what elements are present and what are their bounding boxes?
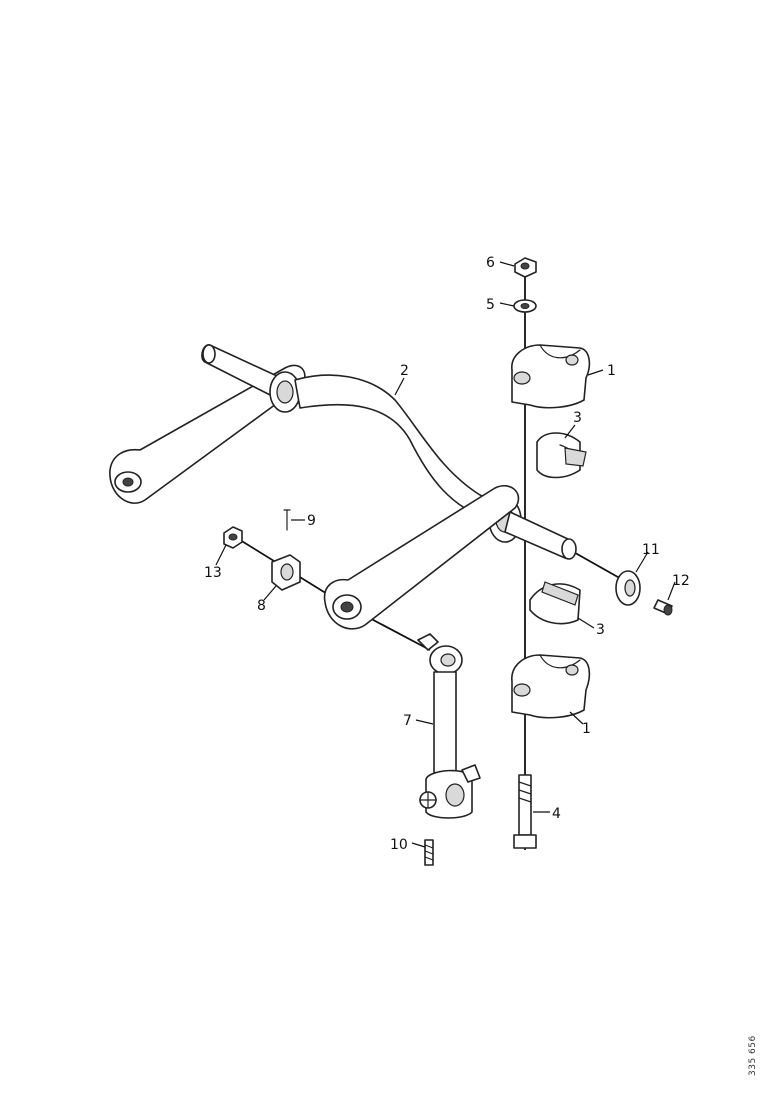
part-3-bush-bottom <box>529 581 581 625</box>
stabiliser-bar <box>109 344 577 630</box>
leader-3-top <box>564 424 576 439</box>
part-8-bush <box>271 554 301 591</box>
part-3-bush-top <box>536 432 587 479</box>
callout-1-top: 1 <box>607 363 616 379</box>
part-7-drop-link <box>417 633 481 819</box>
part-1-bracket-bottom <box>511 654 591 719</box>
callout-13: 13 <box>204 565 222 581</box>
callout-2: 2 <box>400 363 409 379</box>
leader-13 <box>215 544 227 566</box>
leader-7 <box>415 719 434 725</box>
callout-10: 10 <box>390 837 408 853</box>
callout-9: 9 <box>307 513 316 529</box>
leader-2 <box>394 377 405 396</box>
part-5-washer <box>513 299 537 313</box>
leader-5 <box>499 302 515 307</box>
callout-4: 4 <box>552 806 561 822</box>
leader-1-top <box>587 369 604 376</box>
callout-6: 6 <box>486 255 495 271</box>
part-10-bolt <box>424 839 434 866</box>
leader-1-bottom <box>569 711 584 725</box>
leader-8 <box>263 585 277 601</box>
part-4-bolt <box>513 774 537 849</box>
callout-8: 8 <box>257 598 266 614</box>
callout-12: 12 <box>672 573 690 589</box>
part-1-bracket-top <box>511 344 591 409</box>
part-9-pin <box>283 509 291 531</box>
part-11-spacer <box>615 570 641 606</box>
callout-3-bottom: 3 <box>596 622 605 638</box>
callout-3-top: 3 <box>573 410 582 426</box>
callout-1-bottom: 1 <box>582 721 591 737</box>
leader-3-bottom <box>577 617 595 629</box>
drawing-reference-code: 335 656 <box>748 1035 758 1076</box>
callout-11: 11 <box>642 542 660 558</box>
leader-11 <box>635 551 649 573</box>
leader-12 <box>667 581 676 601</box>
part-6-nut <box>514 257 537 278</box>
part-13-nut <box>223 526 243 549</box>
callout-7: 7 <box>403 713 412 729</box>
leader-10 <box>411 842 426 848</box>
leader-6 <box>499 261 515 267</box>
callout-5: 5 <box>486 297 495 313</box>
part-12-screw <box>653 599 673 616</box>
